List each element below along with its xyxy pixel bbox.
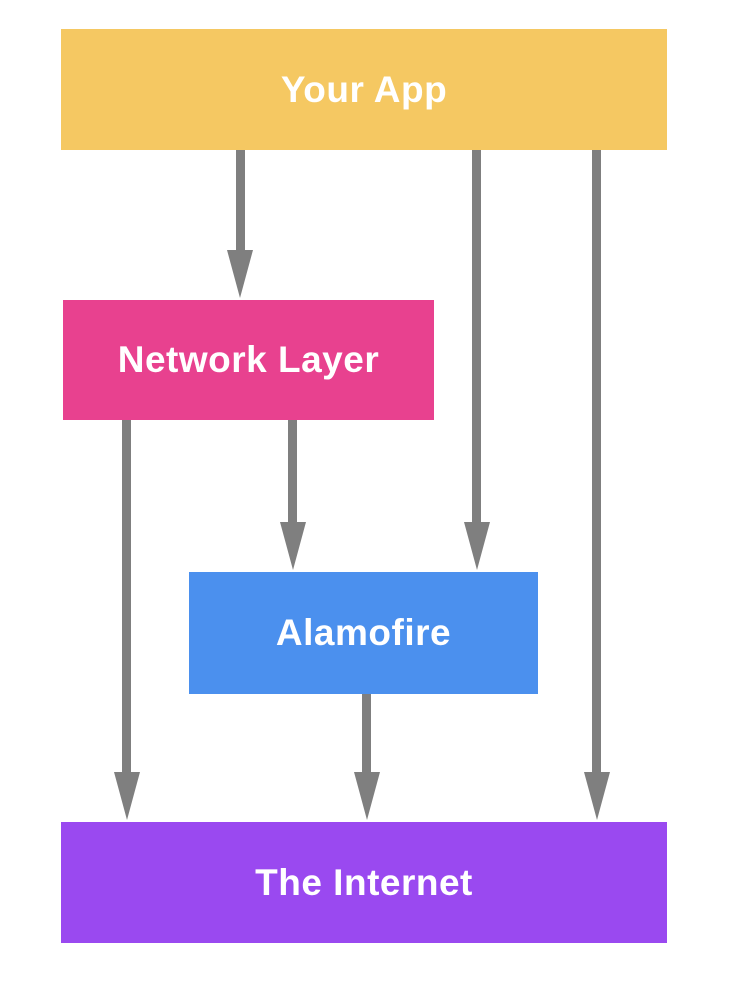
arrow-network-layer-to-the-internet-head-icon xyxy=(114,772,140,820)
node-network-layer-label: Network Layer xyxy=(117,339,380,380)
node-network-layer: Network Layer xyxy=(63,300,434,420)
arrow-your-app-to-alamofire-head-icon xyxy=(464,522,490,570)
arrow-your-app-to-network-layer-head-icon xyxy=(227,250,253,298)
arrow-network-layer-to-alamofire-head-icon xyxy=(280,522,306,570)
arrow-alamofire-to-the-internet-head-icon xyxy=(354,772,380,820)
arrow-your-app-to-the-internet-shaft xyxy=(592,150,601,776)
arrow-network-layer-to-alamofire-shaft xyxy=(288,420,297,526)
node-the-internet: The Internet xyxy=(61,822,667,943)
node-your-app: Your App xyxy=(61,29,667,150)
node-your-app-label: Your App xyxy=(280,68,448,110)
arrow-your-app-to-alamofire-shaft xyxy=(472,150,481,526)
arrow-your-app-to-network-layer-shaft xyxy=(236,150,245,254)
node-alamofire: Alamofire xyxy=(189,572,538,694)
arrow-alamofire-to-the-internet-shaft xyxy=(362,694,371,776)
node-the-internet-label: The Internet xyxy=(255,861,473,903)
arrow-your-app-to-the-internet-head-icon xyxy=(584,772,610,820)
node-alamofire-label: Alamofire xyxy=(275,612,452,653)
arrow-network-layer-to-the-internet-shaft xyxy=(122,420,131,776)
